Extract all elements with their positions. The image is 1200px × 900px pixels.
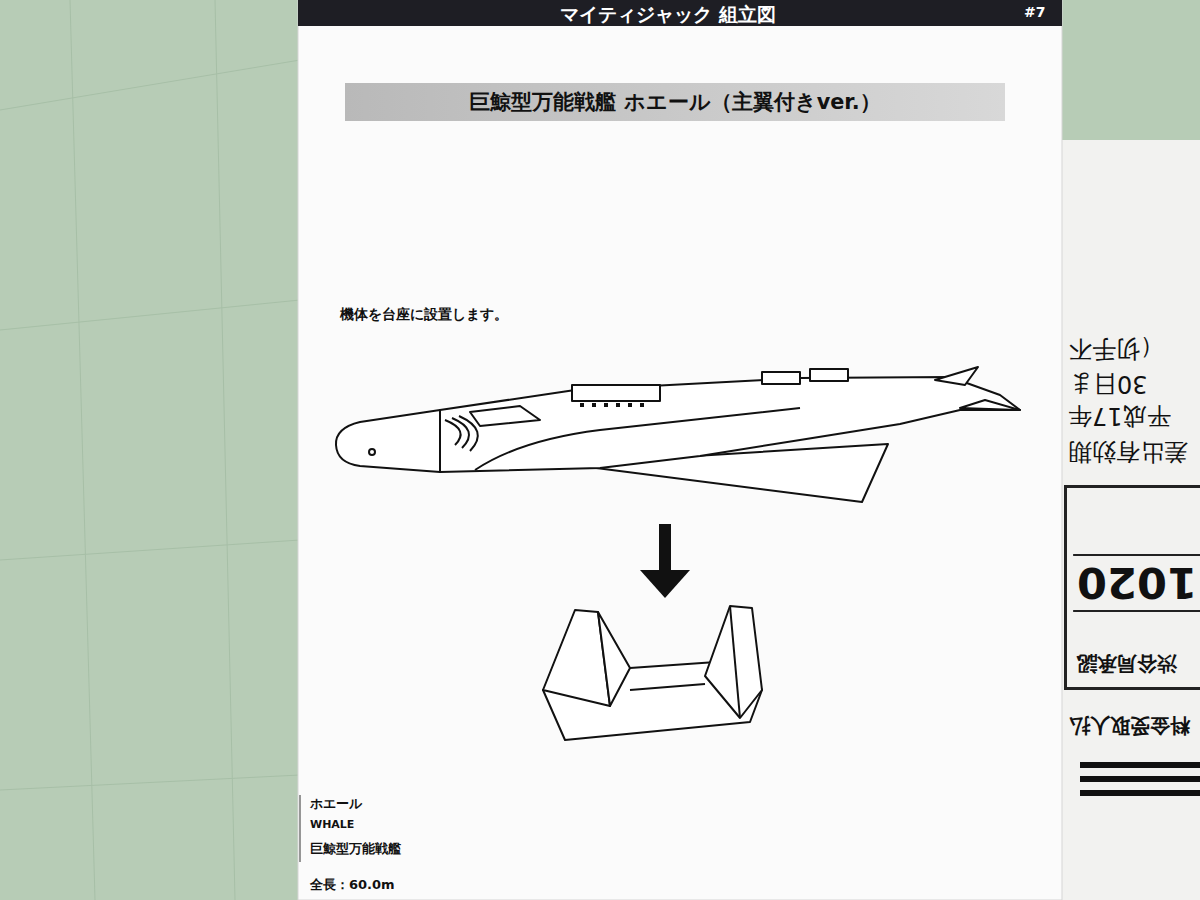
stamp-note: （切手不 bbox=[1068, 333, 1164, 365]
whale-ship-illustration bbox=[336, 367, 1020, 502]
gills bbox=[445, 416, 478, 451]
grid-line bbox=[215, 0, 235, 900]
window bbox=[580, 403, 584, 407]
tail-fin bbox=[960, 400, 1020, 410]
turret bbox=[762, 372, 800, 384]
panel bbox=[470, 406, 540, 426]
expiry-year: 平成17年 bbox=[1068, 400, 1171, 432]
down-arrow bbox=[640, 524, 690, 598]
arrow-shaft bbox=[659, 524, 671, 572]
left-pillar-side bbox=[598, 612, 630, 706]
instruction-text: 機体を台座に設置します。 bbox=[340, 306, 508, 324]
arrow-head bbox=[640, 570, 690, 598]
sheet-title: マイティジャック 組立図 bbox=[560, 2, 776, 28]
ship-length: 全長：60.0m bbox=[310, 876, 395, 894]
ship-name-en: WHALE bbox=[310, 818, 354, 831]
reply-paid-mark: 料金受取人払 bbox=[1070, 712, 1190, 739]
window bbox=[640, 403, 644, 407]
stamp-frame: 1020 渋谷局承認 bbox=[1064, 485, 1200, 690]
window bbox=[628, 403, 632, 407]
right-pillar bbox=[705, 606, 762, 718]
nose bbox=[336, 410, 440, 472]
page-number: #7 bbox=[1024, 4, 1045, 20]
bar bbox=[1080, 762, 1200, 768]
base-edge bbox=[630, 684, 705, 690]
turret bbox=[810, 369, 848, 381]
window bbox=[604, 403, 608, 407]
permit-number: 1020 bbox=[1073, 554, 1200, 612]
pillar-edge bbox=[730, 606, 740, 718]
grid-line bbox=[0, 540, 300, 560]
expiry-day: 30日ま bbox=[1068, 368, 1148, 400]
section-title: 巨鯨型万能戦艦 ホエール（主翼付きver.） bbox=[345, 83, 1005, 121]
reply-mail-bars bbox=[1080, 765, 1200, 793]
bridge bbox=[572, 385, 660, 401]
hull bbox=[440, 377, 1020, 472]
second-sheet bbox=[1060, 140, 1200, 900]
grid-line bbox=[70, 0, 95, 900]
nose-light bbox=[369, 449, 375, 455]
ship-class: 巨鯨型万能戦艦 bbox=[310, 840, 401, 858]
bar bbox=[1080, 776, 1200, 782]
bridge-windows bbox=[580, 403, 644, 407]
ship-name: ホエール bbox=[310, 795, 362, 813]
grid-line bbox=[0, 775, 300, 790]
instruction-sheet bbox=[298, 0, 1062, 900]
post-office-approval: 渋谷局承認 bbox=[1077, 650, 1177, 677]
window bbox=[592, 403, 596, 407]
grid-line bbox=[0, 60, 300, 110]
cutting-mat-grid bbox=[0, 0, 300, 900]
display-stand bbox=[543, 606, 762, 740]
tail-fin bbox=[935, 367, 978, 385]
window bbox=[616, 403, 620, 407]
bar bbox=[1080, 790, 1200, 796]
expiry-heading: 差出有効期 bbox=[1068, 436, 1188, 468]
title-band: 巨鯨型万能戦艦 ホエール（主翼付きver.） bbox=[345, 83, 1005, 121]
grid-line bbox=[0, 300, 300, 330]
spec-rule bbox=[300, 795, 301, 862]
